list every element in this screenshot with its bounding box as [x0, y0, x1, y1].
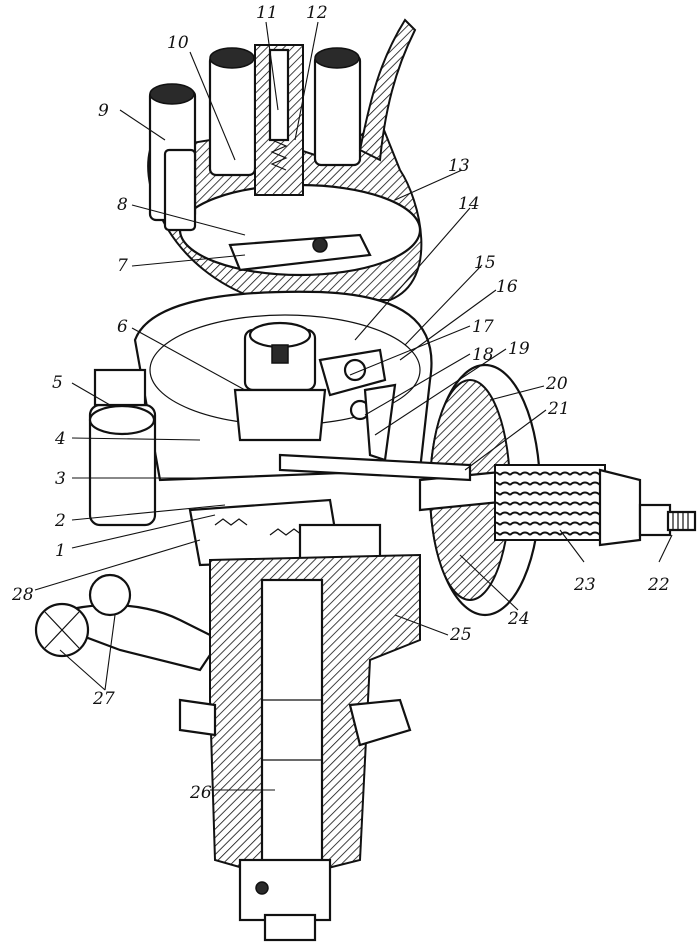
vacuum-rod	[278, 453, 472, 482]
vacuum-advance-unit	[418, 363, 697, 617]
callout-12: 12	[306, 3, 328, 23]
cap-tower	[208, 47, 257, 177]
callout-13: 13	[448, 156, 470, 176]
callout-19: 19	[508, 339, 530, 359]
callout-2: 2	[54, 511, 66, 531]
hv-lead	[358, 18, 417, 162]
centrifugal-advance	[188, 498, 382, 567]
callout-21: 21	[547, 399, 570, 419]
callout-7: 7	[117, 256, 128, 276]
callout-18: 18	[472, 345, 494, 365]
callout-8: 8	[117, 195, 128, 215]
shaft-housing	[178, 553, 421, 942]
callout-25: 25	[449, 625, 472, 645]
rotor	[228, 233, 372, 272]
cap-tower	[313, 47, 362, 167]
callout-16: 16	[496, 277, 518, 297]
callout-3: 3	[55, 469, 66, 489]
breaker-cam	[233, 321, 327, 442]
condenser	[88, 368, 157, 527]
callout-6: 6	[117, 317, 128, 337]
center-tower	[254, 44, 304, 196]
callout-22: 22	[647, 575, 670, 595]
callout-20: 20	[545, 374, 568, 394]
leader-lines	[34, 21, 673, 791]
callout-26: 26	[189, 783, 212, 803]
callout-14: 14	[458, 194, 480, 214]
callout-28: 28	[11, 585, 34, 605]
callout-23: 23	[573, 575, 596, 595]
callout-10: 10	[167, 33, 189, 53]
callout-5: 5	[52, 373, 63, 393]
callout-17: 17	[472, 317, 494, 337]
cap-clip	[163, 148, 197, 232]
callout-11: 11	[256, 3, 278, 23]
callout-15: 15	[474, 253, 496, 273]
callout-4: 4	[54, 429, 66, 449]
callout-27: 27	[92, 689, 115, 709]
callout-24: 24	[507, 609, 530, 629]
callout-1: 1	[55, 541, 66, 561]
callout-labels: 1 2 3 4 5 6 7 8 9 10 11 12 13 14 15 16 1…	[11, 3, 670, 803]
callout-9: 9	[98, 101, 109, 121]
